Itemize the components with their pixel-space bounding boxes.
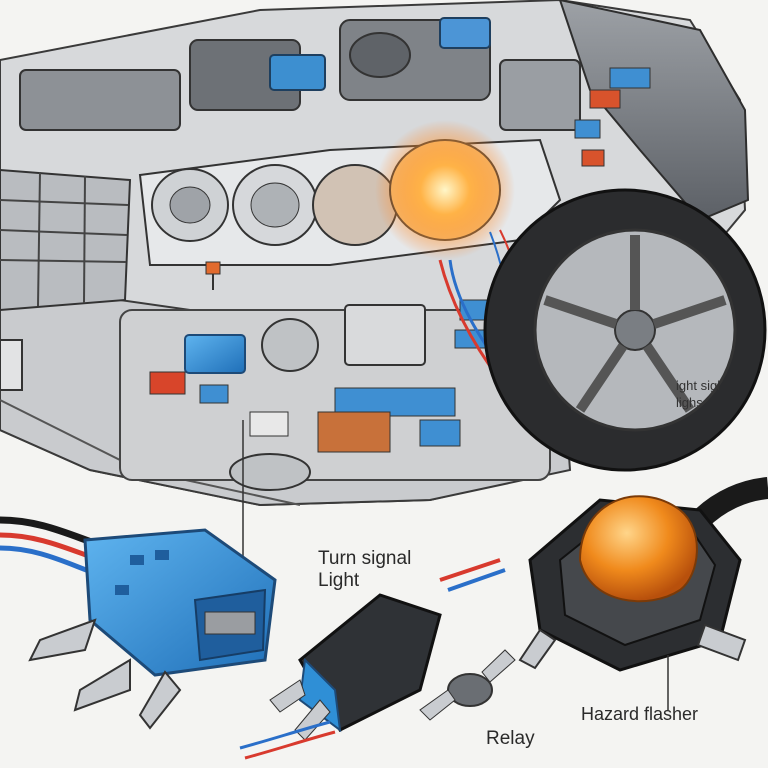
grille: [0, 168, 132, 391]
relay-label: Relay: [486, 728, 535, 749]
turn-signal-line2: Light: [318, 570, 360, 591]
engine-bay: [19, 17, 651, 167]
side-lights-line1: ight sigl: [676, 378, 721, 393]
hazard-flasher-label: Hazard flasher: [581, 704, 699, 724]
hazard-flasher: [518, 477, 768, 710]
wheel: [483, 188, 767, 472]
side-lights-line2: lighs: [676, 395, 703, 410]
turn-signal-light-label: Turn signal Light: [318, 548, 411, 592]
blue-connector: [0, 516, 277, 730]
relay: [239, 558, 516, 760]
turn-signal-line1: Turn signal: [318, 548, 412, 569]
headlight-assembly: [138, 120, 562, 266]
side-lights-label: ight sigl lighs: [676, 377, 720, 411]
